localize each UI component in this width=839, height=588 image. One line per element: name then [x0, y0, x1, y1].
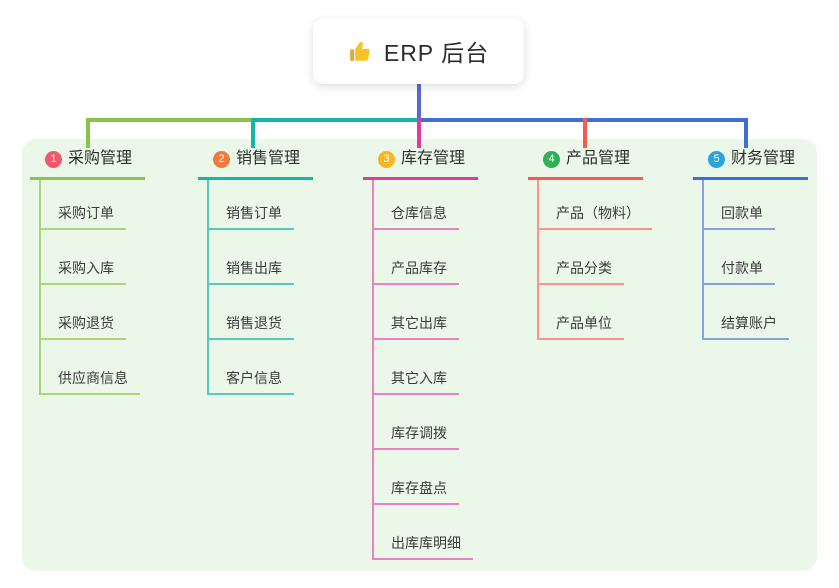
connector-segment-teal: [253, 118, 419, 122]
child-node[interactable]: 其它出库: [374, 315, 459, 340]
child-node[interactable]: 销售出库: [209, 260, 294, 285]
branch-label: 库存管理: [401, 150, 466, 167]
child-node[interactable]: 结算账户: [704, 315, 789, 340]
child-node[interactable]: 出库库明细: [374, 535, 473, 560]
branch-number-badge: 4: [543, 150, 560, 168]
child-node[interactable]: 其它入库: [374, 370, 459, 395]
child-node[interactable]: 回款单: [704, 205, 775, 230]
child-node[interactable]: 采购退货: [41, 315, 126, 340]
child-node[interactable]: 产品库存: [374, 260, 459, 285]
child-node[interactable]: 产品分类: [539, 260, 624, 285]
child-node[interactable]: 客户信息: [209, 370, 294, 395]
branch-children: 回款单 付款单 结算账户: [702, 180, 808, 340]
branch-children: 仓库信息 产品库存 其它出库 其它入库 库存调拨 库存盘点 出库库明细: [372, 180, 478, 560]
branch-number-badge: 2: [213, 150, 230, 168]
drop-line-sales: [251, 118, 255, 148]
branch-number-badge: 1: [45, 150, 62, 168]
child-node[interactable]: 库存盘点: [374, 480, 459, 505]
child-node[interactable]: 库存调拨: [374, 425, 459, 450]
root-connector-line: [417, 82, 421, 120]
drop-line-finance: [744, 118, 748, 148]
child-node[interactable]: 仓库信息: [374, 205, 459, 230]
connector-segment-green: [86, 118, 253, 122]
branch-node-purchase[interactable]: 1 采购管理: [30, 149, 145, 180]
child-node[interactable]: 付款单: [704, 260, 775, 285]
branch-label: 财务管理: [731, 150, 796, 167]
branch-children: 销售订单 销售出库 销售退货 客户信息: [207, 180, 313, 395]
branch-children: 采购订单 采购入库 采购退货 供应商信息: [39, 180, 145, 395]
drop-line-purchase: [86, 118, 90, 148]
root-node[interactable]: ERP 后台: [313, 18, 524, 84]
child-node[interactable]: 产品（物料）: [539, 205, 652, 230]
branches-panel: [22, 139, 817, 571]
thumbs-up-icon: [348, 38, 374, 64]
child-node[interactable]: 采购入库: [41, 260, 126, 285]
child-node[interactable]: 采购订单: [41, 205, 126, 230]
branch-purchase: 1 采购管理 采购订单 采购入库 采购退货 供应商信息: [30, 149, 145, 395]
branch-inventory: 3 库存管理 仓库信息 产品库存 其它出库 其它入库 库存调拨 库存盘点 出库库…: [363, 149, 478, 560]
branch-number-badge: 3: [378, 150, 395, 168]
branch-node-product[interactable]: 4 产品管理: [528, 149, 643, 180]
branch-label: 产品管理: [566, 150, 631, 167]
branch-sales: 2 销售管理 销售订单 销售出库 销售退货 客户信息: [198, 149, 313, 395]
branch-product: 4 产品管理 产品（物料） 产品分类 产品单位: [528, 149, 652, 340]
branch-label: 采购管理: [68, 150, 133, 167]
branch-label: 销售管理: [236, 150, 301, 167]
child-node[interactable]: 销售退货: [209, 315, 294, 340]
branch-node-inventory[interactable]: 3 库存管理: [363, 149, 478, 180]
root-node-label: ERP 后台: [383, 40, 490, 66]
branch-number-badge: 5: [708, 150, 725, 168]
branch-node-sales[interactable]: 2 销售管理: [198, 149, 313, 180]
child-node[interactable]: 供应商信息: [41, 370, 140, 395]
drop-line-inventory: [417, 118, 421, 148]
branch-node-finance[interactable]: 5 财务管理: [693, 149, 808, 180]
drop-line-product: [583, 118, 587, 148]
branch-finance: 5 财务管理 回款单 付款单 结算账户: [693, 149, 808, 340]
branch-children: 产品（物料） 产品分类 产品单位: [537, 180, 652, 340]
child-node[interactable]: 销售订单: [209, 205, 294, 230]
child-node[interactable]: 产品单位: [539, 315, 624, 340]
